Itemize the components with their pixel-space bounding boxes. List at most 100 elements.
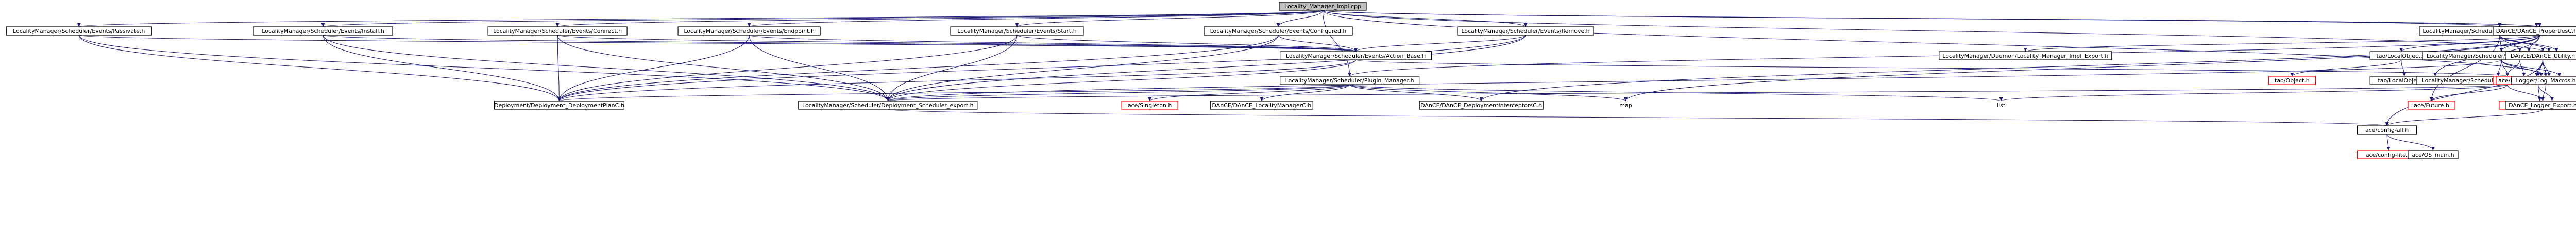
node-label: DAnCE/DAnCE_DeploymentInterceptorsC.h <box>1420 102 1542 109</box>
node-tao-object[interactable]: tao/Object.h <box>2268 76 2316 85</box>
edge-ev-start-to-action-base <box>1016 35 1358 52</box>
edge-ev-install-to-scheduler-export <box>323 35 890 102</box>
node-ev-install[interactable]: LocalityManager/Scheduler/Events/Install… <box>253 26 393 36</box>
dependency-edges <box>77 10 2562 151</box>
edge-ev-install-to-deployment-plan-c <box>323 35 561 102</box>
node-label: DAnCE/DAnCE_Utility.h <box>2511 53 2575 59</box>
edge-ev-install-to-action-base <box>323 35 1358 52</box>
edge-lm-impl-h-to-interceptors-c <box>1479 35 2540 102</box>
edge-plugin-manager-to-scheduler-export <box>886 84 1350 102</box>
node-list[interactable]: list <box>1990 101 2012 109</box>
node-properties-c[interactable]: DAnCE/DAnCE_PropertiesC.h <box>2493 26 2576 36</box>
node-interceptors-c[interactable]: DAnCE/DAnCE_DeploymentInterceptorsC.h <box>1419 101 1544 110</box>
node-ev-configured[interactable]: LocalityManager/Scheduler/Events/Configu… <box>1204 26 1353 36</box>
node-ev-endpoint[interactable]: LocalityManager/Scheduler/Events/Endpoin… <box>677 26 821 36</box>
edge-lm-impl-h-to-lcl-object-h <box>2399 35 2540 52</box>
edge-plugin-manager-to-lm-c <box>1260 84 1350 102</box>
node-scheduler-export[interactable]: LocalityManager/Scheduler/Deployment_Sch… <box>798 101 978 110</box>
edge-ev-endpoint-to-deployment-plan-c <box>557 35 750 102</box>
edge-ev-configured-to-action-base <box>1278 35 1358 52</box>
node-logger-export[interactable]: DAnCE_Logger_Export.h <box>2505 101 2576 110</box>
edge-lcl-object-h-to-tao-lcl-object-inl <box>2401 59 2406 77</box>
edge-dep-event-to-list <box>1999 84 2508 102</box>
edge-hash-map-to-default-constants <box>2537 84 2541 102</box>
edge-root-to-ev-endpoint <box>748 10 1323 27</box>
node-logger-log-macros[interactable]: Logger/Log_Macros.h <box>2511 76 2576 85</box>
node-plugin-manager[interactable]: LocalityManager/Scheduler/Plugin_Manager… <box>1280 76 1420 85</box>
edge-plugin-manager-to-map <box>1349 84 1628 102</box>
node-label: map <box>1619 102 1632 109</box>
node-ace-future[interactable]: ace/Future.h <box>2408 101 2455 110</box>
edge-ev-passivate-to-scheduler-export <box>78 35 890 102</box>
edge-config-all-to-config-lite <box>2386 134 2391 151</box>
edge-plugin-manager-to-singleton <box>1148 84 1350 102</box>
edge-dep-completion-to-ace-future-h <box>2499 35 2558 52</box>
edge-ev-configured-to-scheduler-export <box>886 35 1279 102</box>
node-lcl-object-h[interactable]: tao/LocalObject.h <box>2369 51 2433 60</box>
edge-root-to-ev-start <box>1015 10 1323 27</box>
node-os-main[interactable]: ace/OS_main.h <box>2408 150 2459 159</box>
node-label: LocalityManager/Scheduler/Events/Configu… <box>1210 28 1347 35</box>
node-action-base[interactable]: LocalityManager/Scheduler/Events/Action_… <box>1280 51 1432 60</box>
node-ev-connect[interactable]: LocalityManager/Scheduler/Events/Connect… <box>487 26 628 36</box>
node-label: tao/Object.h <box>2275 77 2310 84</box>
node-map[interactable]: map <box>1616 101 1636 109</box>
node-singleton[interactable]: ace/Singleton.h <box>1121 101 1178 110</box>
node-label: ace/config-all.h <box>2365 127 2409 134</box>
node-config-all[interactable]: ace/config-all.h <box>2357 125 2417 135</box>
node-label: LocalityManager/Scheduler/Events/Remove.… <box>1461 28 1589 35</box>
edge-lm-impl-h-to-daemon-export <box>2024 35 2540 52</box>
node-ev-remove[interactable]: LocalityManager/Scheduler/Events/Remove.… <box>1457 26 1594 36</box>
edge-ev-connect-to-deployment-plan-c <box>557 35 561 102</box>
node-label: LocalityManager/Scheduler/Events/Start.h <box>957 28 1076 35</box>
edge-ev-configured-to-deployment-plan-c <box>557 35 1279 102</box>
edge-ev-connect-to-scheduler-export <box>557 35 890 102</box>
edge-config-all-to-os-main <box>2386 134 2435 151</box>
node-ev-passivate[interactable]: LocalityManager/Scheduler/Events/Passiva… <box>6 26 152 36</box>
node-label: LocalityManager/Scheduler/Deployment_Sch… <box>802 102 974 109</box>
edge-lm-impl-h-to-map <box>1624 35 2540 102</box>
edge-dep-scheduler-to-dep-event <box>2501 59 2510 77</box>
edge-plugin-manager-to-interceptors-c <box>1349 84 1483 102</box>
edge-dance-utility-to-config-all <box>2385 59 2543 126</box>
edge-ev-start-to-deployment-plan-c <box>557 35 1018 102</box>
edge-ev-remove-to-scheduler-export <box>886 35 1526 102</box>
edge-ev-endpoint-to-scheduler-export <box>749 35 890 102</box>
edge-ev-remove-to-action-base <box>1354 35 1526 52</box>
node-label: ace/Future.h <box>2414 102 2449 109</box>
edge-root-to-ev-configured <box>1276 10 1323 27</box>
edge-dep-event-to-ace-future <box>2430 84 2508 102</box>
edge-ev-passivate-to-action-base <box>78 35 1357 52</box>
node-label: LocalityManager/Scheduler/Events/Passiva… <box>13 28 145 35</box>
node-label: tao/LocalObject.h <box>2377 53 2426 59</box>
node-label: ace/Singleton.h <box>1128 102 1172 109</box>
node-lm-c[interactable]: DAnCE/DAnCE_LocalityManagerC.h <box>1210 101 1313 110</box>
edge-ev-endpoint-to-action-base <box>749 35 1358 52</box>
node-dance-utility[interactable]: DAnCE/DAnCE_Utility.h <box>2505 51 2576 60</box>
node-label: LocalityManager/Scheduler/Events/Connect… <box>493 28 622 35</box>
edge-root-to-ev-passivate <box>77 10 1323 27</box>
edge-action-base-to-deployment-plan-c <box>557 59 1357 102</box>
node-label: LocalityManager/Scheduler/Events/Install… <box>262 28 384 35</box>
node-label: Deployment/Deployment_DeploymentPlanC.h <box>494 102 624 109</box>
edge-root-to-logger-log-macros <box>1323 10 2548 77</box>
edge-ev-remove-to-deployment-plan-c <box>557 35 1526 102</box>
node-label: Logger/Log_Macros.h <box>2516 77 2575 84</box>
node-label: LocalityManager/Daemon/Locality_Manager_… <box>1942 53 2108 59</box>
edge-logger-log-macros-to-logger-export <box>2541 84 2546 102</box>
node-ev-start[interactable]: LocalityManager/Scheduler/Events/Start.h <box>950 26 1084 36</box>
node-deployment-plan-c[interactable]: Deployment/Deployment_DeploymentPlanC.h <box>494 101 625 110</box>
edge-root-to-ev-install <box>321 10 1323 27</box>
dependency-nodes: Locality_Manager_Impl.cppLocalityManager… <box>6 2 2576 159</box>
node-daemon-export[interactable]: LocalityManager/Daemon/Locality_Manager_… <box>1939 51 2112 60</box>
edge-dep-scheduler-to-scheduler-export <box>886 59 2502 102</box>
node-config-lite[interactable]: ace/config-lite.h <box>2357 150 2420 159</box>
edge-dep-completion-to-ace-future <box>2430 35 2500 102</box>
edge-dep-completion-to-condition-t <box>2499 35 2551 52</box>
node-label: ace/config-lite.h <box>2366 152 2412 158</box>
edge-ev-passivate-to-deployment-plan-c <box>78 35 561 102</box>
node-root[interactable]: Locality_Manager_Impl.cpp <box>1279 2 1367 11</box>
edge-ev-start-to-scheduler-export <box>886 35 1018 102</box>
node-label: DAnCE_Logger_Export.h <box>2509 102 2576 109</box>
